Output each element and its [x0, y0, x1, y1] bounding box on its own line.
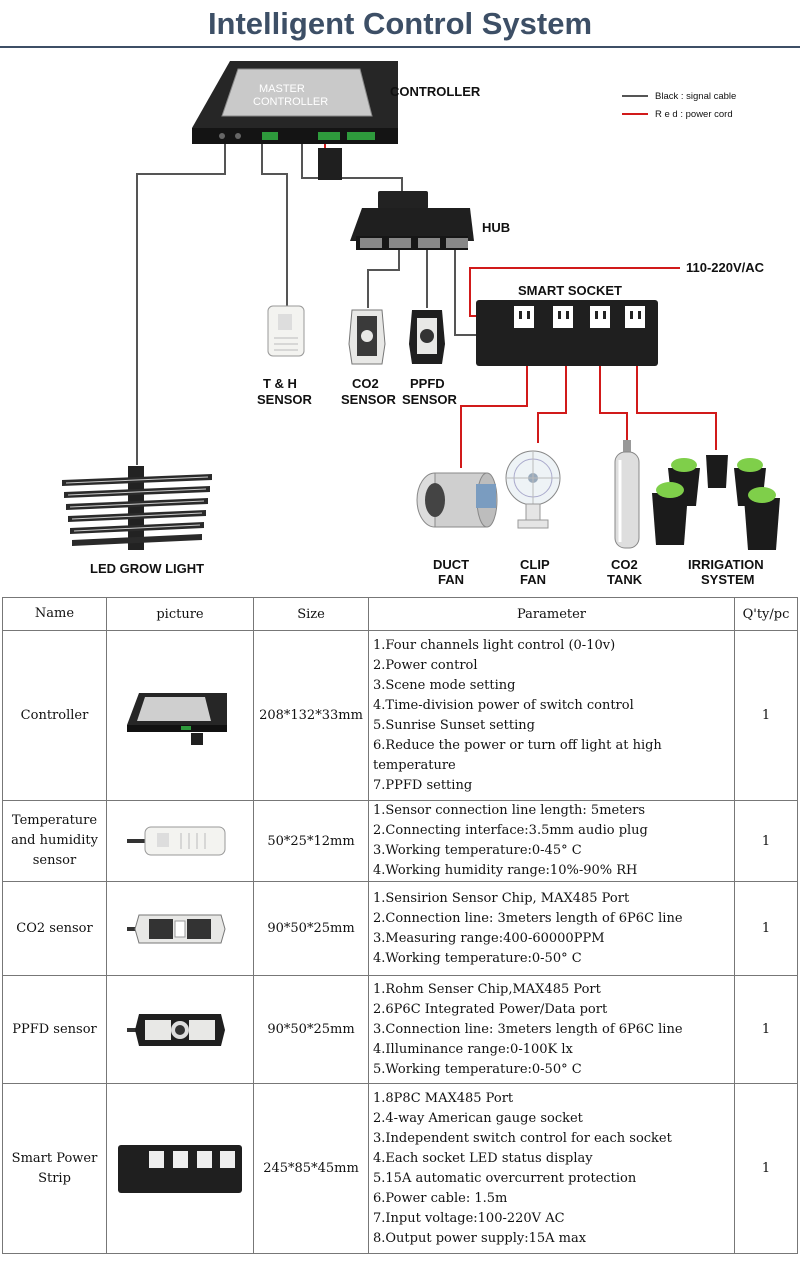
controller-screen-line1: MASTER: [259, 83, 305, 95]
legend-black: Black : signal cable: [655, 91, 736, 102]
system-diagram: MASTER CONTROLLER CONTROLLER Black : sig…: [62, 61, 780, 587]
ppfd-label-2: SENSOR: [402, 392, 458, 407]
row-picture: [106, 881, 254, 976]
master-controller: MASTER CONTROLLER: [192, 61, 398, 180]
header-name: Name: [2, 597, 107, 631]
power-cable-clip: [537, 366, 567, 443]
hub-label: HUB: [482, 220, 510, 235]
duct-label-2: FAN: [438, 572, 464, 587]
row-name: Smart Power Strip: [2, 1083, 107, 1254]
power-cable-duct: [460, 366, 528, 468]
legend-red: R e d : power cord: [655, 109, 733, 120]
row-name: PPFD sensor: [2, 975, 107, 1084]
row-qty: 1: [734, 800, 798, 882]
table-row: CO2 sensor 90*50*25mm 1.Sensirion Sensor…: [2, 881, 798, 976]
th-sensor-thumbnail: [127, 826, 226, 856]
header-picture: picture: [106, 597, 254, 631]
irrigation-system: [652, 455, 780, 550]
irrigation-label-2: SYSTEM: [701, 572, 754, 587]
power-strip-thumbnail: [118, 1144, 242, 1193]
tank-label-2: TANK: [607, 572, 643, 587]
co2-sensor-label-1: CO2: [352, 376, 379, 391]
table-row: Smart Power Strip 245*85*45mm 1.8P8C MAX…: [2, 1083, 798, 1254]
co2-sensor-label-2: SENSOR: [341, 392, 397, 407]
row-size: 208*132*33mm: [253, 630, 369, 801]
irrigation-label-1: IRRIGATION: [688, 557, 764, 572]
table-row: Temperature and humidity sensor 50*25*12…: [2, 800, 798, 882]
controller-screen-line2: CONTROLLER: [253, 96, 328, 108]
signal-cable-led: [136, 131, 226, 465]
spec-table: Name picture Size Parameter Q'ty/pc Cont…: [2, 597, 798, 1254]
header-parameter: Parameter: [368, 597, 735, 631]
page-title: Intelligent Control System: [207, 6, 593, 41]
row-size: 50*25*12mm: [253, 800, 369, 882]
header-qty: Q'ty/pc: [734, 597, 798, 631]
clip-label-1: CLIP: [520, 557, 550, 572]
row-qty: 1: [734, 630, 798, 801]
row-parameters: 1.Sensor connection line length: 5meters…: [368, 800, 735, 882]
co2-sensor-thumbnail: [127, 914, 226, 943]
signal-cable-co2: [367, 248, 400, 308]
duct-label-1: DUCT: [433, 557, 469, 572]
power-cable-irr: [636, 366, 717, 450]
row-size: 245*85*45mm: [253, 1083, 369, 1254]
ppfd-sensor: [409, 310, 445, 364]
clip-label-2: FAN: [520, 572, 546, 587]
clip-fan: [505, 450, 561, 529]
smart-socket: [476, 300, 658, 366]
signal-cable-socket: [454, 248, 478, 336]
ppfd-label-1: PPFD: [410, 376, 445, 391]
row-size: 90*50*25mm: [253, 975, 369, 1084]
row-picture: [106, 975, 254, 1084]
th-label-2: SENSOR: [257, 392, 313, 407]
row-picture: [106, 630, 254, 801]
smart-socket-label: SMART SOCKET: [518, 283, 622, 298]
row-qty: 1: [734, 881, 798, 976]
controller-label: CONTROLLER: [390, 84, 481, 99]
row-parameters: 1.8P8C MAX485 Port 2.4-way American gaug…: [368, 1083, 735, 1254]
row-picture: [106, 1083, 254, 1254]
row-name: Controller: [2, 630, 107, 801]
co2-sensor: [348, 309, 386, 365]
row-parameters: 1.Rohm Senser Chip,MAX485 Port 2.6P6C In…: [368, 975, 735, 1084]
th-sensor: [267, 305, 305, 357]
row-qty: 1: [734, 975, 798, 1084]
voltage-label: 110-220V/AC: [686, 260, 765, 275]
title-divider: [0, 46, 800, 48]
row-name: Temperature and humidity sensor: [2, 800, 107, 882]
table-row: PPFD sensor 90*50*25mm 1.Rohm Senser Chi…: [2, 975, 798, 1084]
signal-cable-hub: [301, 138, 403, 198]
row-size: 90*50*25mm: [253, 881, 369, 976]
power-cable-input: [469, 267, 680, 317]
ppfd-sensor-thumbnail: [127, 1013, 225, 1046]
legend: Black : signal cable R e d : power cord: [622, 91, 736, 120]
row-parameters: 1.Sensirion Sensor Chip, MAX485 Port 2.C…: [368, 881, 735, 976]
power-cable-tank: [599, 366, 628, 440]
row-qty: 1: [734, 1083, 798, 1254]
table-row: Controller 208*132*33mm 1.Four channels …: [2, 630, 798, 801]
row-parameters: 1.Four channels light control (0-10v) 2.…: [368, 630, 735, 801]
hub: [350, 191, 474, 250]
led-grow-light: [62, 466, 212, 550]
row-picture: [106, 800, 254, 882]
table-header-row: Name picture Size Parameter Q'ty/pc: [2, 597, 798, 631]
header-size: Size: [253, 597, 369, 631]
signal-cable-th: [261, 138, 288, 306]
th-label-1: T & H: [263, 376, 297, 391]
controller-thumbnail: [127, 692, 227, 745]
led-label: LED GROW LIGHT: [90, 561, 204, 576]
tank-label-1: CO2: [611, 557, 638, 572]
row-name: CO2 sensor: [2, 881, 107, 976]
co2-tank: [614, 440, 640, 549]
duct-fan: [416, 472, 498, 528]
